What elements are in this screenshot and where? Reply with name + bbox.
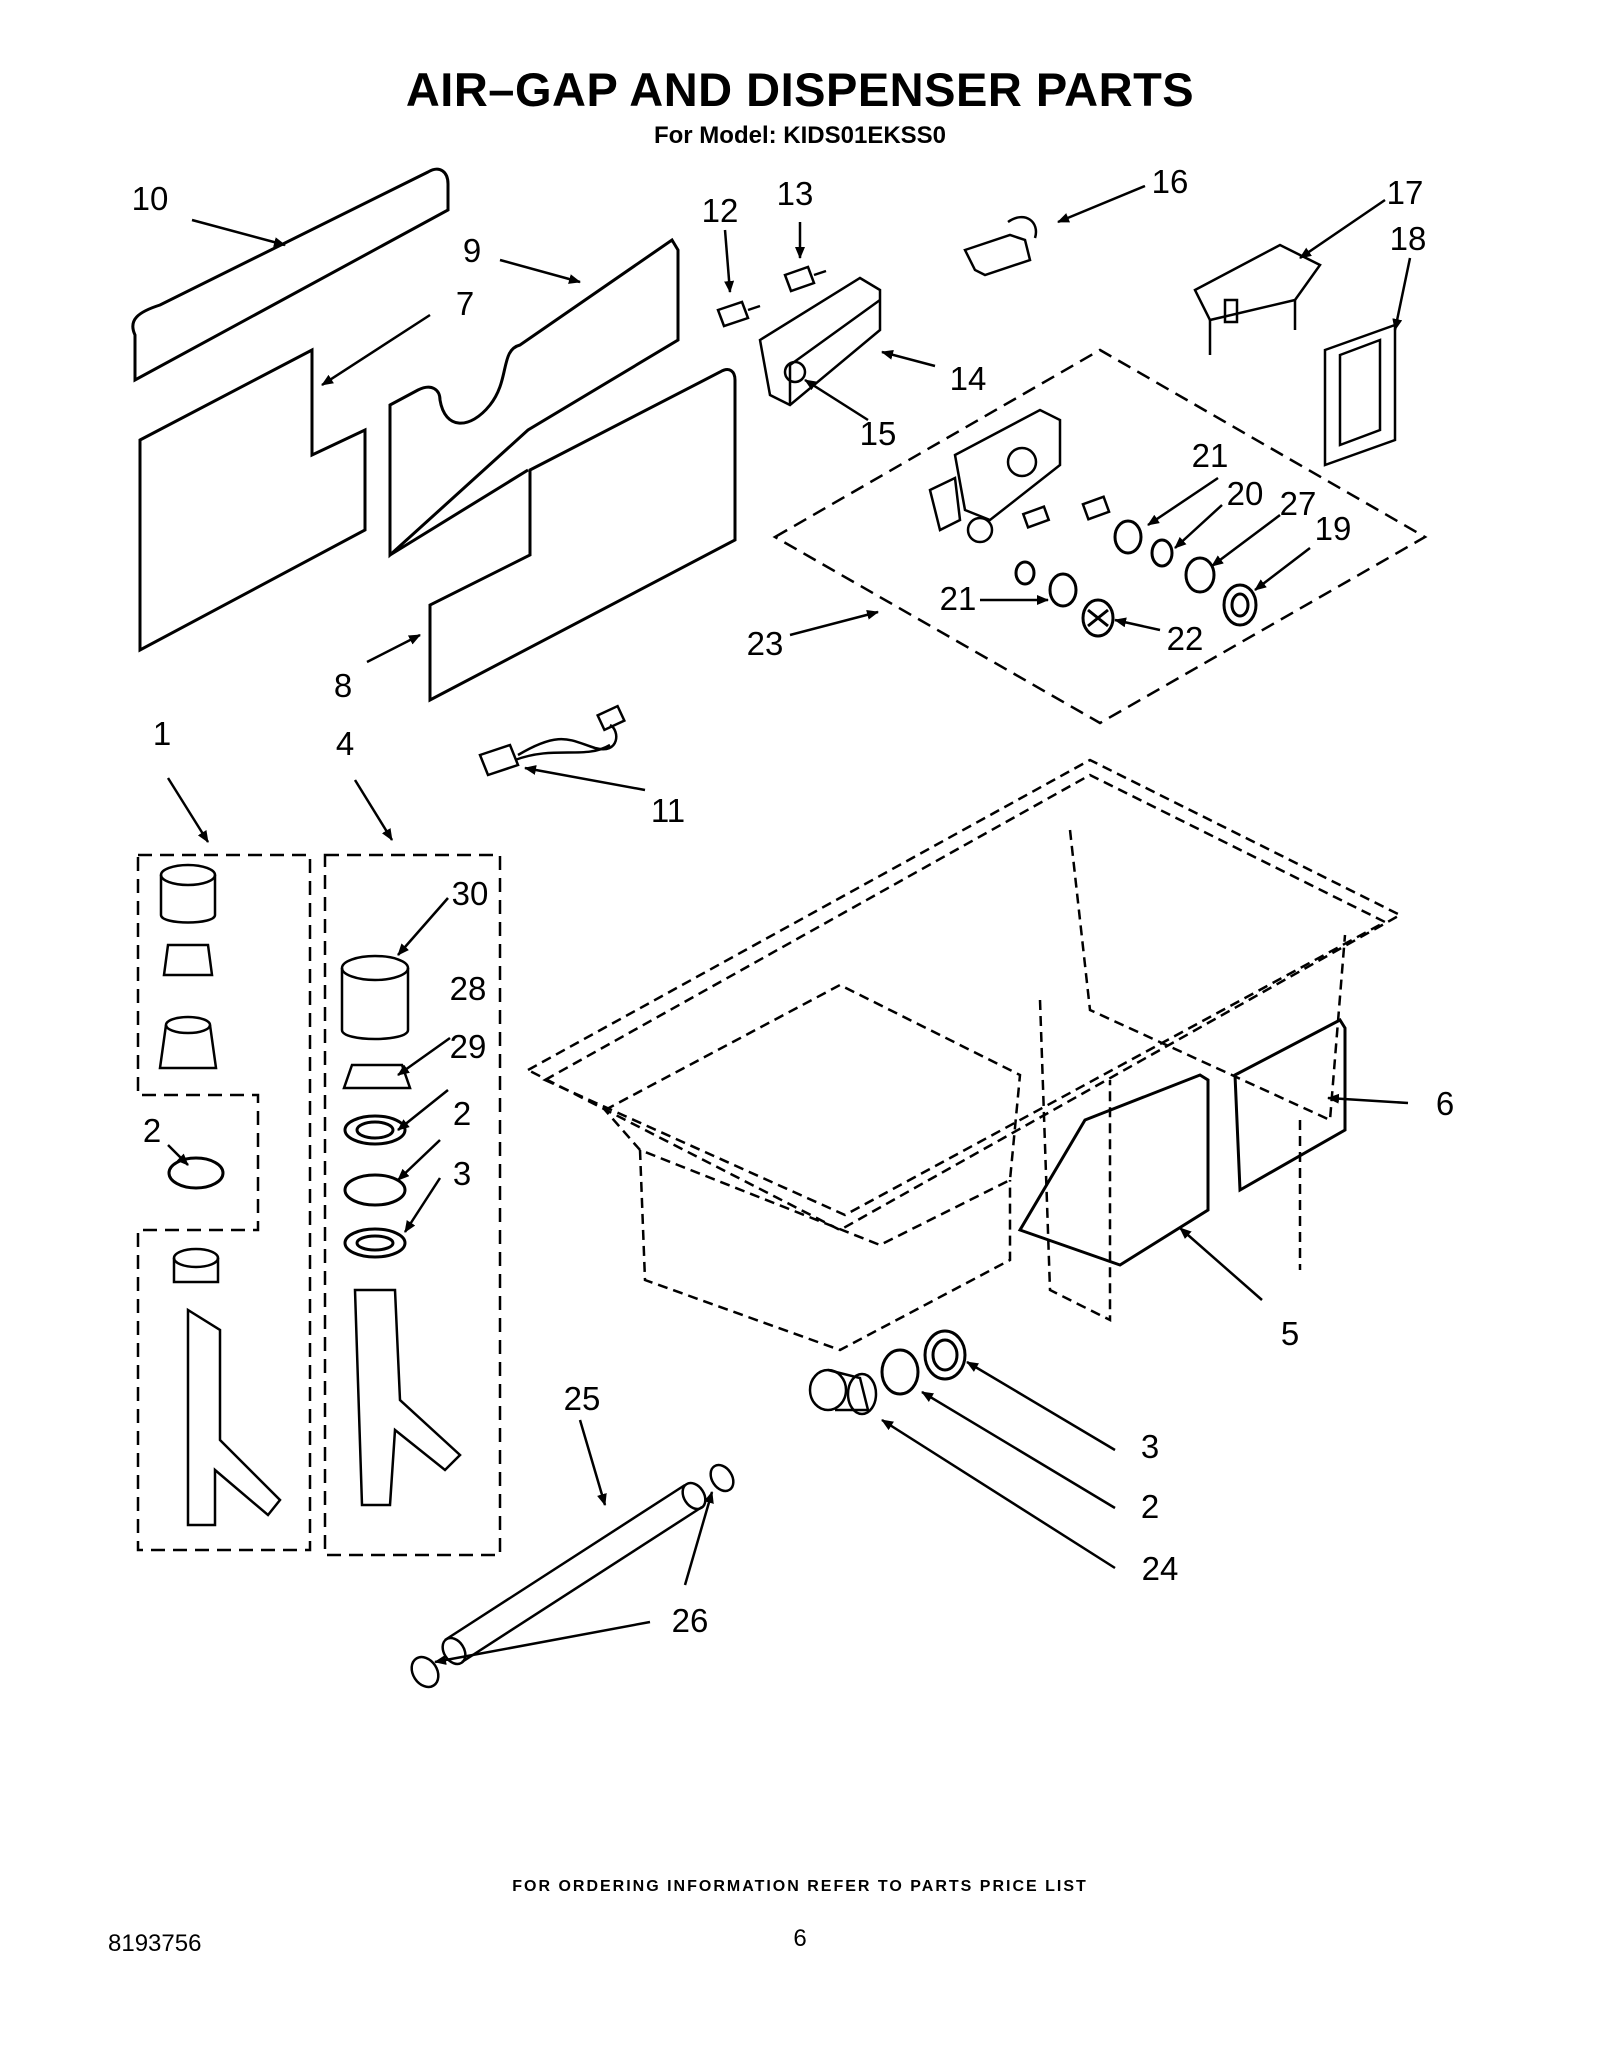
page-number: 6	[793, 1925, 807, 1952]
callout-16: 16	[1152, 163, 1189, 200]
part-15-grommet	[783, 360, 807, 384]
callout-12: 12	[702, 192, 739, 229]
callout-22: 22	[1167, 620, 1204, 657]
part-21-washer-lower	[1048, 572, 1078, 608]
callout-21-upper: 21	[1192, 437, 1229, 474]
valve-connector	[1021, 505, 1051, 529]
part-21-washer-upper	[1113, 519, 1143, 555]
part-13-screw	[783, 265, 827, 293]
air-gap-tube-right	[353, 1288, 462, 1507]
part-7-gasket	[138, 347, 367, 653]
callout-13: 13	[777, 175, 814, 212]
air-gap-cap	[159, 863, 217, 924]
callout-25: 25	[564, 1380, 601, 1417]
washer-right	[343, 1173, 407, 1207]
model-subtitle: For Model: KIDS01EKSS0	[653, 122, 947, 149]
part-28-clip	[342, 1063, 412, 1090]
callout-11: 11	[651, 792, 685, 829]
callout-15: 15	[860, 415, 897, 452]
callout-10: 10	[132, 180, 169, 217]
callout-27: 27	[1280, 485, 1317, 522]
callout-7: 7	[456, 285, 474, 322]
page-title: AIR–GAP AND DISPENSER PARTS	[405, 63, 1195, 116]
drain-locknut	[923, 1329, 967, 1381]
drain-washer	[880, 1348, 920, 1396]
callout-19: 19	[1315, 510, 1352, 547]
callout-24: 24	[1142, 1550, 1179, 1587]
part-22-strainer	[1081, 598, 1115, 638]
ring-small	[1014, 560, 1036, 586]
callout-30: 30	[452, 875, 489, 912]
part-11-wire-harness	[478, 704, 627, 777]
part-29-nut	[343, 1114, 407, 1146]
part-9-gasket	[388, 237, 680, 559]
part-30-cap	[340, 954, 410, 1041]
part-14-bracket	[758, 276, 882, 407]
callout-23: 23	[747, 625, 784, 662]
part-27-nut	[1184, 556, 1216, 594]
part-24-drain-fitting	[808, 1368, 878, 1416]
callout-18: 18	[1390, 220, 1427, 257]
washer-left	[167, 1156, 225, 1190]
part-12-screw	[716, 300, 761, 328]
part-8-gasket	[428, 368, 737, 703]
callout-26: 26	[672, 1602, 709, 1639]
callout-6: 6	[1436, 1085, 1454, 1122]
part-1-air-gap-assembly-outline	[136, 853, 312, 1552]
part-26-clamp-upper	[709, 1463, 735, 1493]
callout-3-drain: 3	[1141, 1428, 1159, 1465]
air-gap-tube-left	[186, 1307, 282, 1527]
sink-outline	[525, 758, 1403, 1352]
callout-21-lower: 21	[940, 580, 977, 617]
callout-29: 29	[450, 1028, 487, 1065]
callout-2-right: 2	[453, 1095, 471, 1132]
part-26-clamp-lower	[410, 1655, 440, 1689]
ordering-note: FOR ORDERING INFORMATION REFER TO PARTS …	[512, 1878, 1088, 1895]
callout-1: 1	[153, 715, 171, 752]
callout-3-right: 3	[453, 1155, 471, 1192]
callout-20: 20	[1227, 475, 1264, 512]
valve-filter	[1081, 495, 1111, 521]
callout-2-drain: 2	[1141, 1488, 1159, 1525]
callout-2-left: 2	[143, 1112, 161, 1149]
part-4-air-gap-assembly-outline	[323, 853, 502, 1557]
part-18-label	[1323, 323, 1397, 467]
part-25-hose	[441, 1481, 707, 1666]
valve-body	[928, 408, 1062, 544]
part-23-valve-assembly-outline	[772, 348, 1428, 725]
callout-5: 5	[1281, 1315, 1299, 1352]
locknut-left	[172, 1247, 220, 1284]
callout-4: 4	[336, 725, 354, 762]
air-gap-body-top	[158, 1015, 218, 1070]
part-17-cover	[1193, 243, 1322, 355]
leader-lines	[166, 184, 1412, 1665]
document-number: 8193756	[108, 1930, 202, 1957]
part-6-gasket	[1233, 1018, 1347, 1193]
part-5-gasket	[1017, 1073, 1210, 1267]
callout-28: 28	[450, 970, 487, 1007]
callout-9: 9	[463, 232, 481, 269]
locknut-right	[343, 1227, 407, 1259]
part-10-panel	[131, 167, 450, 383]
callout-17: 17	[1387, 174, 1424, 211]
part-20-washer	[1150, 538, 1174, 568]
callout-14: 14	[950, 360, 987, 397]
air-gap-nut	[162, 943, 214, 977]
part-19-fitting	[1222, 583, 1258, 627]
callout-8: 8	[334, 667, 352, 704]
part-16-clip	[963, 215, 1038, 277]
